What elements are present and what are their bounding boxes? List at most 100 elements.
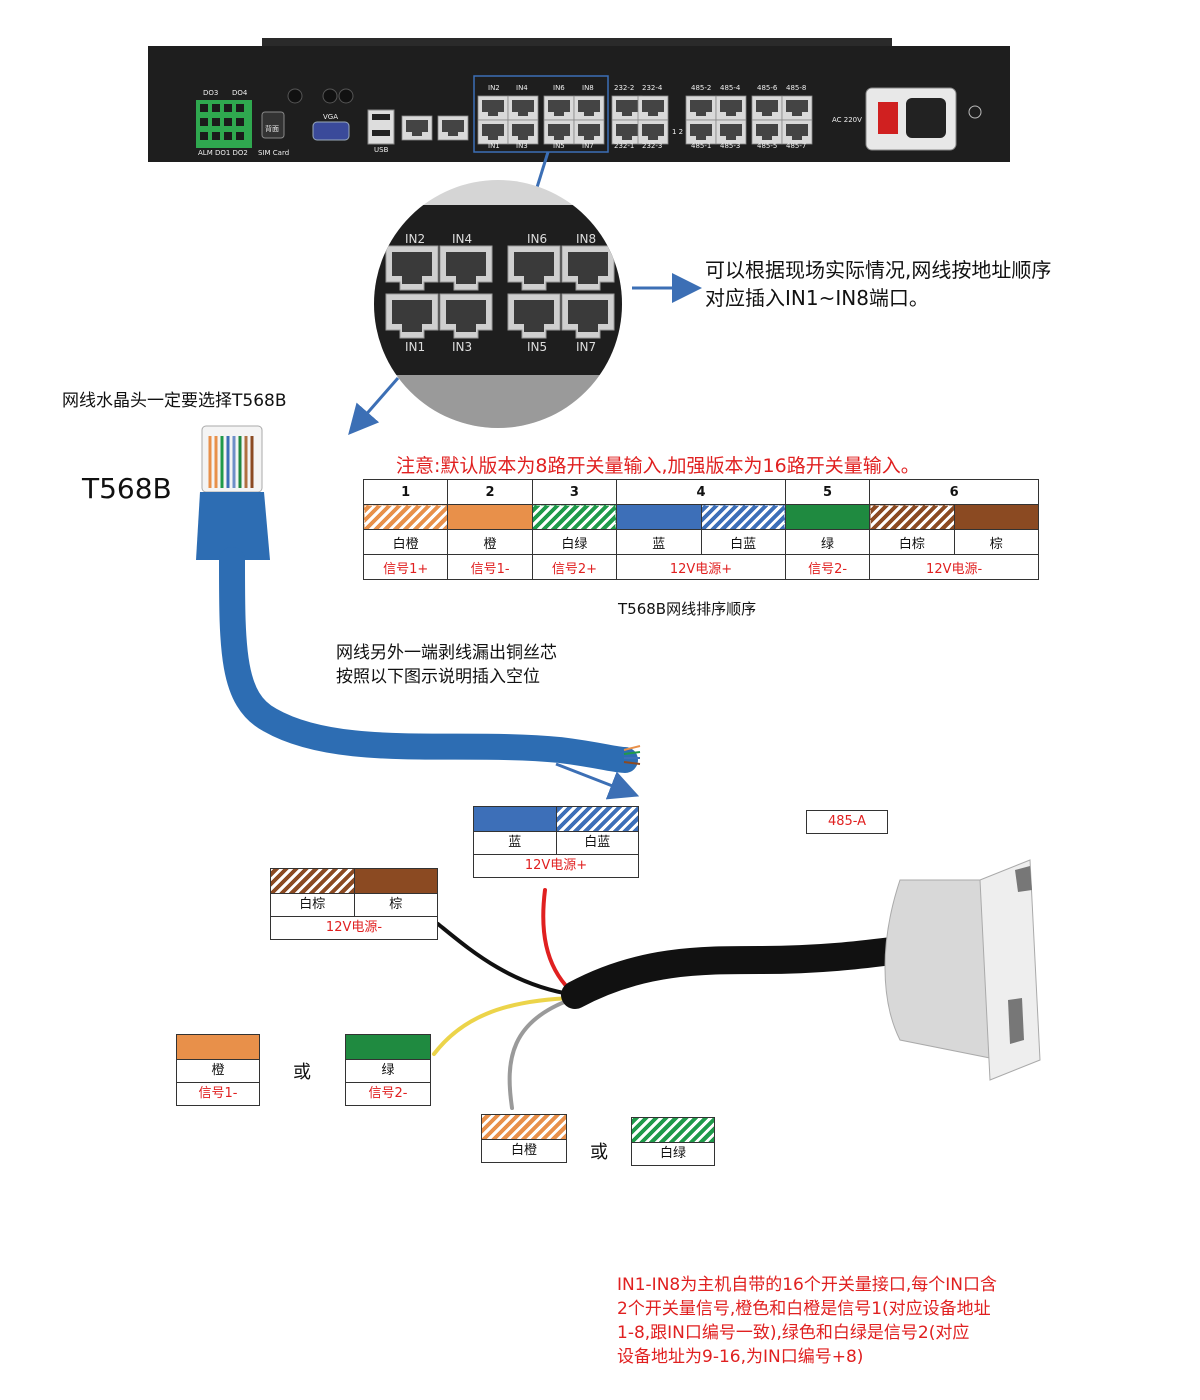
green-label: 绿: [346, 1059, 430, 1082]
swatch-brown: [953, 504, 1040, 530]
rj45-note: 网线水晶头一定要选择T568B: [62, 391, 287, 411]
strip-note-2: 按照以下图示说明插入空位: [336, 667, 540, 687]
label-232-bot-2: 232-3: [642, 142, 663, 150]
stripped-cores: [623, 745, 641, 765]
signal-5: 信号2-: [784, 554, 871, 580]
swatch-white-brown-2: [271, 869, 354, 893]
swatch-white-brown: [869, 504, 955, 530]
label-in-bot-3: IN5: [553, 142, 565, 150]
bottom-note-2: 2个开关量信号,橙色和白橙是信号1(对应设备地址: [617, 1299, 991, 1319]
warning-note: 注意:默认版本为8路开关量输入,加强版本为16路开关量输入。: [396, 455, 920, 477]
white-orange-label: 白橙: [482, 1139, 566, 1162]
zoom-label-in5: IN5: [527, 340, 548, 354]
color-name-3: 白绿: [531, 529, 618, 555]
zoom-label-in8: IN8: [576, 232, 597, 246]
label-in-bot-4: IN7: [582, 142, 594, 150]
pin-num-3: 3: [531, 479, 618, 505]
label-do4: DO4: [232, 89, 248, 97]
swatch-white-blue: [700, 504, 786, 530]
label-485-bot-2: 485-3: [720, 142, 741, 150]
bottom-note-1: IN1-IN8为主机自带的16个开关量接口,每个IN口含: [617, 1275, 997, 1295]
zoom-label-in2: IN2: [405, 232, 426, 246]
blue-label: 蓝: [508, 835, 522, 850]
swatch-blue-2: [474, 807, 556, 831]
label-485-top-2: 485-4: [720, 84, 741, 92]
orange-wire-box: 橙 信号1-: [176, 1034, 260, 1106]
label-in-bot-1: IN1: [488, 142, 500, 150]
label-in-bot-2: IN3: [516, 142, 528, 150]
swatch-white-orange-2: [482, 1115, 566, 1139]
zoom-label-in4: IN4: [452, 232, 473, 246]
blue-wire-box: 蓝 白蓝 12V电源+: [473, 806, 639, 878]
color-name-5: 白蓝: [700, 529, 786, 555]
label-ac: AC 220V: [832, 116, 862, 124]
white-green-box: 白绿: [631, 1117, 715, 1166]
signal-6: 12V电源-: [869, 554, 1039, 580]
rj45-plug: [196, 425, 270, 560]
brown-wire-box: 白棕 棕 12V电源-: [270, 868, 438, 940]
t568b-pin-table: 1 2 3 4 5 6 白橙 橙 白绿 蓝 白蓝 绿 白棕 棕 信号1+ 信号1…: [362, 479, 1040, 580]
network-cable: [219, 547, 638, 773]
pin-num-1: 1: [362, 479, 449, 505]
or-label-1: 或: [293, 1062, 311, 1083]
color-name-1: 白橙: [362, 529, 449, 555]
bottom-note-4: 设备地址为9-16,为IN口编号+8): [617, 1347, 864, 1367]
swatch-green: [784, 504, 871, 530]
pin-num-4: 4: [616, 479, 786, 505]
green-wire-box: 绿 信号2-: [345, 1034, 431, 1106]
color-name-2: 橙: [447, 529, 533, 555]
label-vga: VGA: [323, 113, 339, 121]
label-485-bot-1: 485-1: [691, 142, 712, 150]
color-name-4: 蓝: [616, 529, 702, 555]
bottom-note-3: 1-8,跟IN口编号一致),绿色和白绿是信号2(对应: [617, 1323, 970, 1343]
label-sim: SIM Card: [258, 149, 290, 157]
zoom-note-1: 可以根据现场实际情况,网线按地址顺序: [705, 258, 1052, 282]
label-232-top-1: 232-2: [614, 84, 635, 92]
green-signal: 信号2-: [346, 1082, 430, 1105]
label-232-mid: 1 2: [672, 128, 684, 136]
pin-num-6: 6: [869, 479, 1039, 505]
label-alm: ALM DO1 DO2: [198, 149, 248, 157]
swatch-blue: [616, 504, 702, 530]
table-caption: T568B网线排序顺序: [618, 600, 757, 618]
badge-485a: 485-A: [806, 810, 888, 834]
pin-num-2: 2: [447, 479, 533, 505]
device-panel: [148, 38, 1010, 162]
signal-2: 信号1-: [447, 554, 533, 580]
color-name-8: 棕: [953, 529, 1040, 555]
white-brown-label: 白棕: [299, 897, 326, 912]
rj45-arrow: [348, 377, 400, 436]
t568b-label: T568B: [82, 472, 172, 505]
white-orange-box: 白橙: [481, 1114, 567, 1163]
label-in-top-1: IN2: [488, 84, 500, 92]
swatch-orange: [447, 504, 533, 530]
orange-label: 橙: [177, 1059, 259, 1082]
label-usb: USB: [374, 146, 389, 154]
signal-3: 信号2+: [531, 554, 618, 580]
label-485-top-3: 485-6: [757, 84, 778, 92]
sensor-cable: [561, 936, 914, 1009]
strip-note-1: 网线另外一端剥线漏出铜丝芯: [336, 643, 557, 663]
label-232-top-2: 232-4: [642, 84, 663, 92]
label-in-top-3: IN6: [553, 84, 565, 92]
swatch-orange-2: [177, 1035, 259, 1059]
swatch-white-green-2: [632, 1118, 714, 1142]
label-sim-icon: 背面: [265, 125, 279, 133]
orange-signal: 信号1-: [177, 1082, 259, 1105]
zoom-label-in3: IN3: [452, 340, 473, 354]
white-blue-label: 白蓝: [555, 832, 639, 854]
label-in-top-2: IN4: [516, 84, 528, 92]
label-485-top-4: 485-8: [786, 84, 807, 92]
or-label-2: 或: [590, 1142, 608, 1163]
sensor-device: [884, 859, 1041, 1081]
brown-signal: 12V电源-: [271, 916, 437, 939]
sensor-wires: [432, 888, 577, 1110]
signal-1: 信号1+: [362, 554, 449, 580]
label-232-bot-1: 232-1: [614, 142, 635, 150]
strip-arrow: [555, 762, 640, 800]
brown-label: 棕: [353, 894, 438, 916]
signal-4: 12V电源+: [616, 554, 786, 580]
zoom-circle: [374, 180, 622, 428]
label-do3: DO3: [203, 89, 219, 97]
